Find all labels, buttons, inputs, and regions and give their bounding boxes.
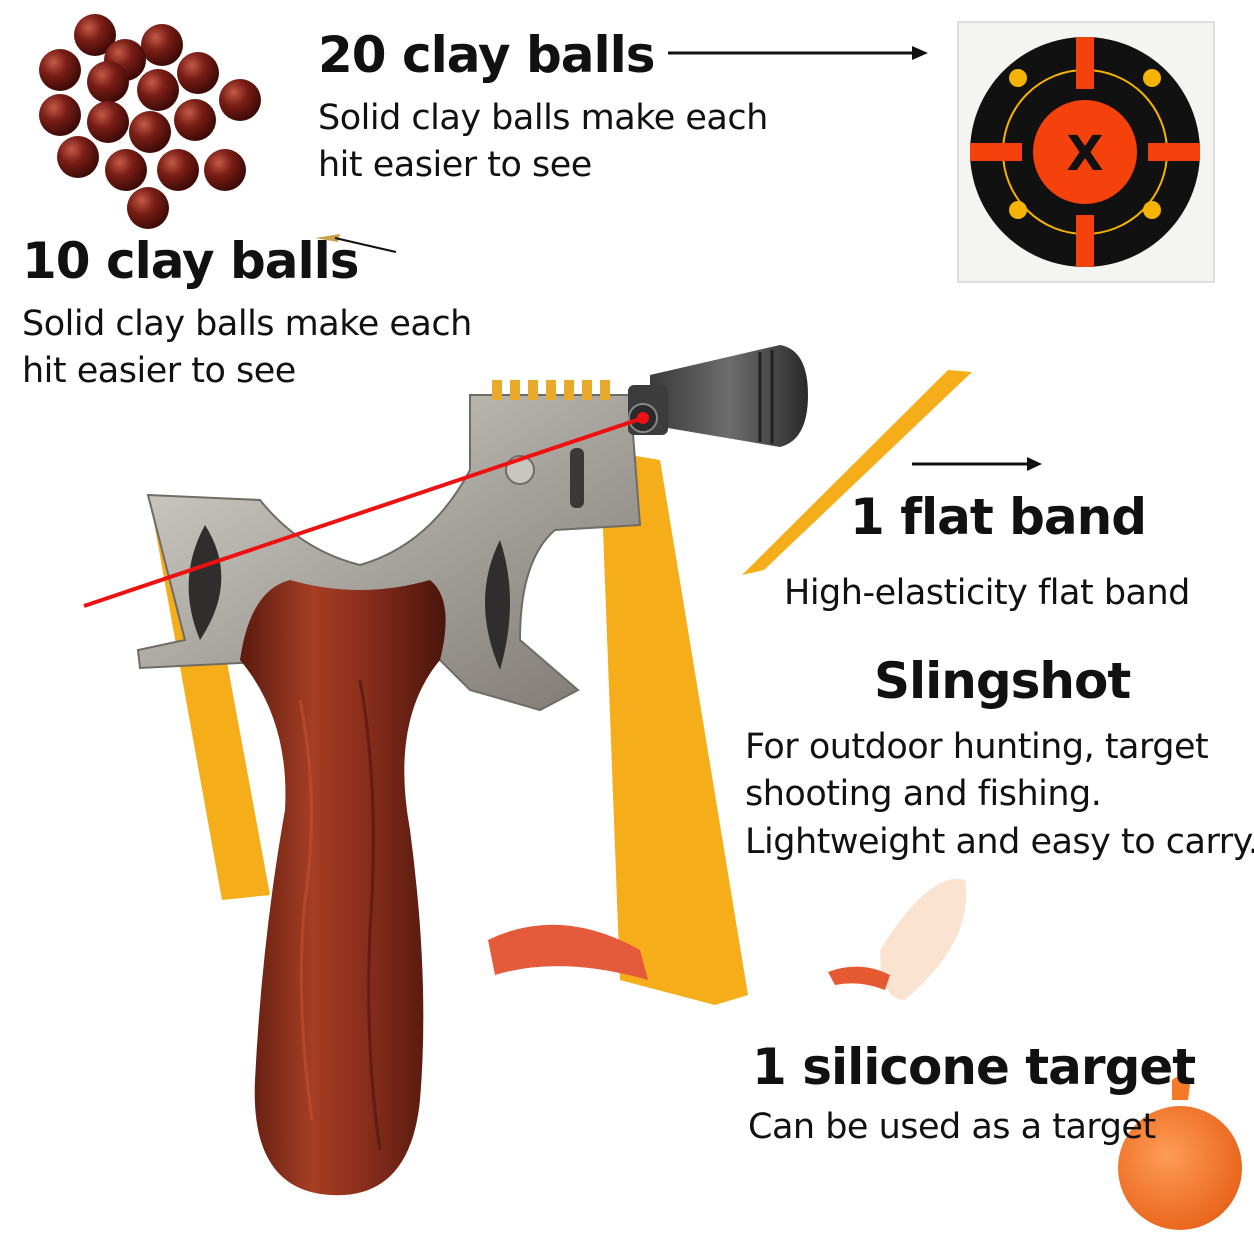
caption-slingshot-title-wrap: Slingshot <box>874 652 1131 710</box>
caption-line: Lightweight and easy to carry. <box>745 821 1254 862</box>
caption-description: Solid clay balls make each hit easier to… <box>318 95 768 190</box>
slingshot-illustration <box>83 345 808 1196</box>
silicone-fragment <box>828 878 967 1000</box>
arrow-right-icon <box>668 46 928 60</box>
silicone-target-disc <box>1118 1076 1242 1230</box>
arrow-right-icon <box>912 457 1042 471</box>
laser-sight <box>628 345 808 447</box>
caption-silicone-target-title-wrap: 1 silicone target <box>752 1038 1196 1096</box>
caption-flat-band-description: High-elasticity flat band <box>784 570 1190 617</box>
caption-20-clay-balls: 20 clay balls Solid clay balls make each… <box>318 28 768 190</box>
caption-line: Solid clay balls make each <box>22 304 472 344</box>
flat-band-strip <box>742 370 972 575</box>
caption-title: 20 clay balls <box>318 26 656 84</box>
pointer-line <box>315 234 397 253</box>
caption-title: 1 silicone target <box>752 1038 1196 1096</box>
caption-title: 10 clay balls <box>22 232 360 290</box>
caption-flat-band-title-wrap: 1 flat band <box>850 488 1147 546</box>
caption-slingshot-description: For outdoor hunting, target shooting and… <box>745 724 1254 866</box>
caption-line: hit easier to see <box>22 351 296 392</box>
caption-description: Solid clay balls make each hit easier to… <box>22 301 472 396</box>
laser-beam <box>83 416 644 608</box>
target-mark: X <box>1066 126 1103 182</box>
paper-target-icon: X <box>957 21 1215 283</box>
caption-line: Can be used as a target <box>748 1107 1156 1147</box>
caption-line: High-elasticity flat band <box>784 573 1190 613</box>
caption-line: For outdoor hunting, target <box>745 727 1209 767</box>
caption-line: hit easier to see <box>318 145 592 186</box>
caption-line: shooting and fishing. <box>745 774 1102 815</box>
caption-title: 1 flat band <box>850 488 1147 546</box>
clay-balls-cluster <box>39 14 261 229</box>
caption-10-clay-balls: 10 clay balls Solid clay balls make each… <box>22 234 472 396</box>
caption-silicone-target-description: Can be used as a target <box>748 1104 1156 1151</box>
caption-line: Solid clay balls make each <box>318 98 768 138</box>
caption-title: Slingshot <box>874 652 1131 710</box>
